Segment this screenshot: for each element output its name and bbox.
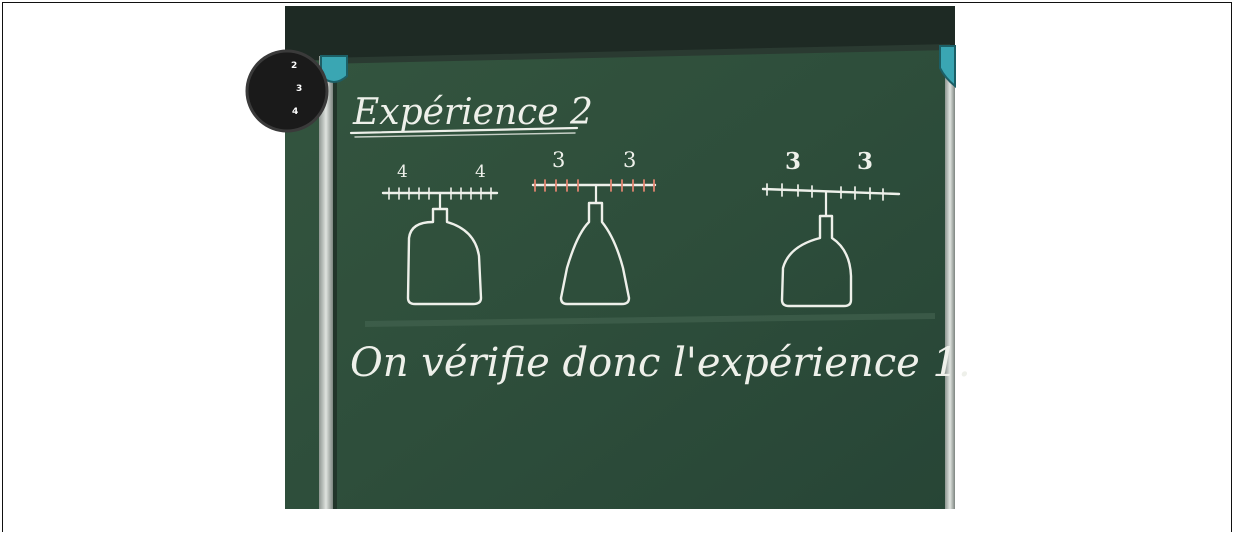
board-conclusion: On vérifie donc l'expérience 1. <box>350 340 971 386</box>
balance-3-bar <box>761 187 901 196</box>
chalkboard-drawing: 2 3 4 Expérience 2 4 4 3 3 3 3 On vérifi… <box>245 6 971 509</box>
clock-number-2: 2 <box>291 61 297 71</box>
board-title: Expérience 2 <box>352 92 593 133</box>
balance-3-left-label: 3 <box>785 148 801 175</box>
board-smudge <box>364 313 936 327</box>
board-top-frame <box>320 44 950 64</box>
clock-number-3: 3 <box>296 84 302 94</box>
right-corner-bracket <box>939 45 956 89</box>
balance-2-bottle <box>559 201 631 306</box>
balance-1-ticks <box>388 187 492 200</box>
balance-3-ticks <box>766 183 884 201</box>
balance-2-right-label: 3 <box>623 148 636 172</box>
balance-2-ticks <box>534 179 655 192</box>
balance-1-bottle <box>406 207 483 306</box>
title-underline <box>349 126 579 135</box>
title-underline-2 <box>354 132 576 138</box>
balance-3-bottle <box>780 214 853 308</box>
wall-clock-rim <box>245 49 329 133</box>
wall-clock <box>247 51 327 131</box>
clock-number-4: 4 <box>292 107 298 117</box>
balance-3-right-label: 3 <box>857 148 873 175</box>
balance-1-right-label: 4 <box>475 162 486 182</box>
balance-1-left-label: 4 <box>397 162 408 182</box>
left-rail <box>319 56 333 509</box>
balance-2-left-label: 3 <box>552 148 565 172</box>
left-rail-shadow <box>333 56 337 509</box>
right-rail <box>945 46 955 509</box>
board-top-edge <box>285 6 955 61</box>
chalkboard-photo: 2 3 4 Expérience 2 4 4 3 3 3 3 On vérifi… <box>245 6 971 509</box>
